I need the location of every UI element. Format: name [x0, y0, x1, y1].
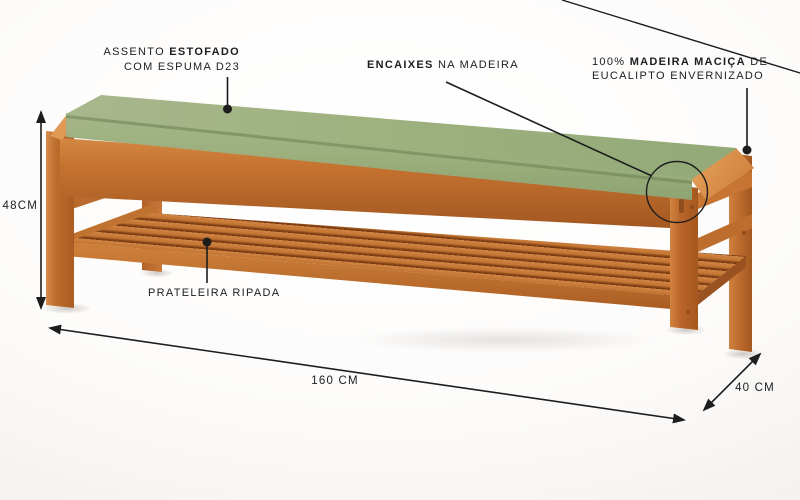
- label-text-bold: ENCAIXES: [367, 59, 434, 71]
- label-text: ASSENTO: [103, 46, 170, 58]
- label-wood-joinery: ENCAIXES NA MADEIRA: [367, 58, 519, 73]
- label-upholstered-seat-line1: ASSENTO ESTOFADO: [88, 45, 240, 60]
- label-text-bold: ESTOFADO: [169, 46, 240, 58]
- label-text: 100%: [592, 56, 630, 68]
- label-text: NA MADEIRA: [433, 59, 519, 71]
- depth-dimension-value: 40 CM: [735, 382, 775, 394]
- height-dimension-value: 48CM: [2, 200, 38, 212]
- label-slatted-shelf: PRATELEIRA RIPADA: [148, 287, 281, 299]
- label-solid-wood: 100% MADEIRA MACIÇA DE EUCALIPTO ENVERNI…: [592, 56, 767, 83]
- label-solid-wood-line1: 100% MADEIRA MACIÇA DE: [592, 56, 767, 70]
- length-dimension-value: 160 CM: [311, 375, 359, 387]
- label-text: DE: [745, 56, 769, 68]
- label-text-bold: MADEIRA MACIÇA: [629, 56, 746, 68]
- label-upholstered-seat-line2: COM ESPUMA D23: [123, 61, 240, 73]
- label-upholstered-seat: ASSENTO ESTOFADO COM ESPUMA D23: [88, 45, 240, 75]
- label-solid-wood-line2: EUCALIPTO ENVERNIZADO: [592, 69, 764, 82]
